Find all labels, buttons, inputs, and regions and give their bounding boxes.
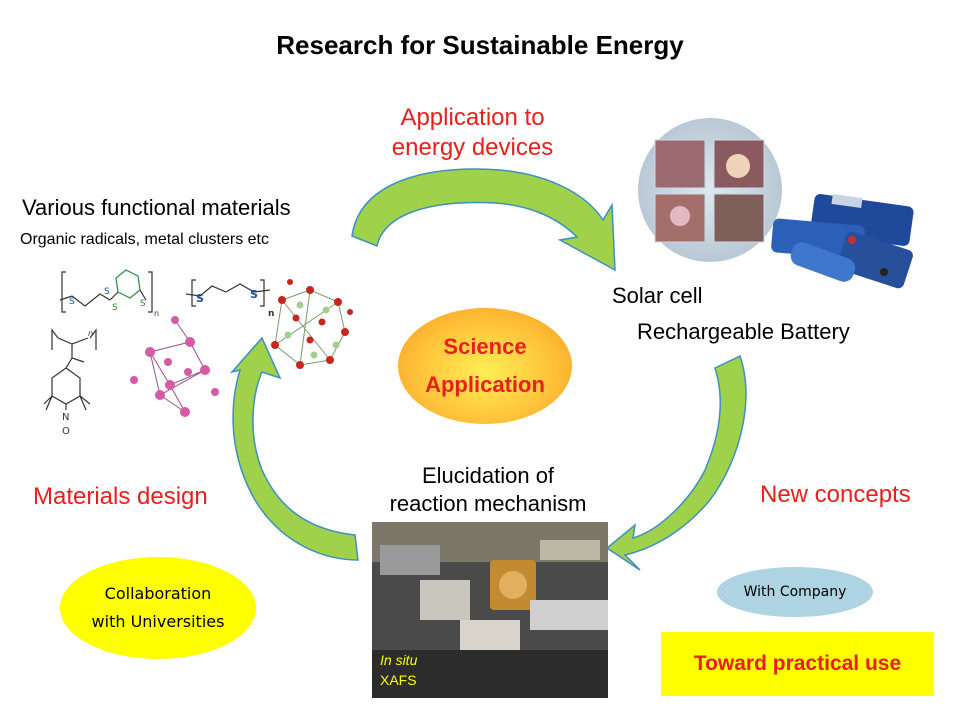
new-concepts-label: New concepts — [760, 481, 911, 508]
nitrogen-label: N — [62, 412, 69, 423]
sulfur-label: S — [140, 299, 146, 309]
arrow-top-to-devices — [351, 168, 616, 272]
polymer-subscript: n — [88, 329, 93, 338]
sulfur-label: S — [69, 297, 75, 307]
polymer-subscript: n — [268, 309, 274, 319]
collaboration-bubble: Collaboration with Universities — [60, 557, 256, 659]
polymer-subscript: n — [154, 309, 159, 318]
materials-design-label: Materials design — [33, 483, 208, 510]
elucidation-label: Elucidation of reaction mechanism — [389, 463, 587, 516]
company-bubble: With Company — [717, 567, 873, 617]
sulfur-label: S — [250, 288, 258, 301]
materials-heading: Various functional materials — [22, 195, 291, 220]
insitu-xafs-label: In situ XAFS — [380, 652, 418, 688]
sulfur-label: S — [104, 287, 110, 297]
application-label: Application to energy devices — [391, 104, 554, 161]
arrow-right-to-mechanism — [605, 354, 747, 571]
battery-label: Rechargeable Battery — [637, 319, 850, 344]
solar-cell-label: Solar cell — [612, 283, 703, 308]
science-application-bubble: Science Application — [398, 308, 572, 424]
materials-subheading: Organic radicals, metal clusters etc — [20, 231, 269, 248]
practical-use-box: Toward practical use — [661, 632, 934, 696]
arrow-bottom-to-materials — [229, 336, 359, 561]
oxygen-label: O — [62, 426, 70, 437]
page-title: Research for Sustainable Energy — [276, 30, 684, 60]
sulfur-label: S — [112, 303, 118, 313]
sulfur-label: S — [196, 292, 204, 305]
